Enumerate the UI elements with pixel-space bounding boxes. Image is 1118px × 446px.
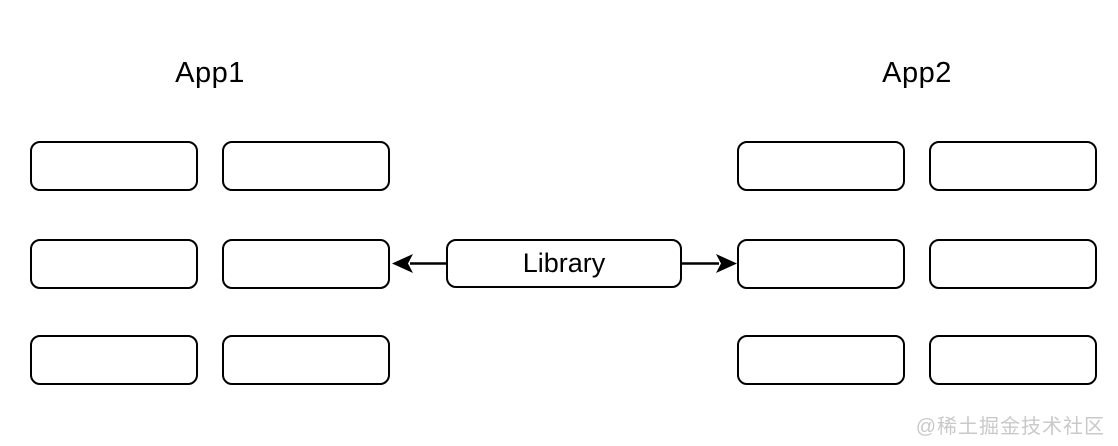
app2-module-box [929,141,1097,191]
arrow-library-to-app1 [392,254,446,273]
watermark-text: @稀土掘金技术社区 [915,416,1105,438]
app2-module-box [929,335,1097,385]
app2-title: App2 [882,57,952,89]
library-label: Library [522,248,606,278]
app1-module-box-library-target [222,239,390,289]
app1-module-box [30,141,198,191]
app1-title: App1 [175,57,245,89]
app1-module-box [30,335,198,385]
app1-module-box [222,335,390,385]
app1-module-box [30,239,198,289]
library-node: Library [446,239,682,288]
app2-module-box [737,141,905,191]
app1-module-box [222,141,390,191]
app2-module-box [929,239,1097,289]
arrow-library-to-app2 [682,254,737,273]
app2-module-box [737,335,905,385]
app2-module-box-library-target [737,239,905,289]
